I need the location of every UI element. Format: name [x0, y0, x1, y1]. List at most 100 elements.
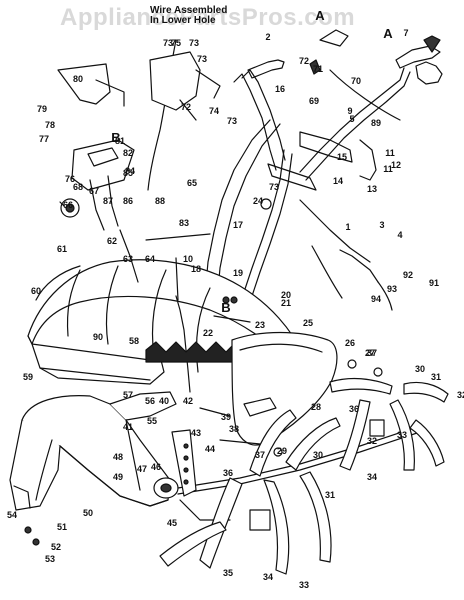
part-callout: 14 [333, 176, 343, 186]
part-callout: 7 [403, 28, 408, 38]
part-callout: 26 [345, 338, 355, 348]
part-callout: 94 [371, 294, 381, 304]
part-callout: 32 [367, 436, 377, 446]
part-callout: 92 [403, 270, 413, 280]
part-callout: 30 [313, 450, 323, 460]
part-callout: 37 [367, 348, 377, 358]
part-callout: 13 [367, 184, 377, 194]
part-callout: 55 [147, 416, 157, 426]
mounting-bracket [57, 63, 135, 231]
part-callout: 63 [123, 254, 133, 264]
part-callout: 73 [189, 38, 199, 48]
part-callout: 33 [397, 430, 407, 440]
part-callout: 54 [7, 510, 17, 520]
part-callout: 33 [299, 580, 309, 590]
part-callout: 11 [383, 164, 393, 174]
part-callout: 58 [129, 336, 139, 346]
part-callout: 73 [197, 54, 207, 64]
part-callout: 16 [275, 84, 285, 94]
part-callout: 57 [123, 390, 133, 400]
part-callout: 11 [385, 148, 395, 158]
part-callout: 76 [65, 174, 75, 184]
part-callout: 24 [253, 196, 263, 206]
watermark: AppliancePartsPros.com [60, 4, 356, 31]
part-callout: 77 [39, 134, 49, 144]
part-callout: 80 [73, 74, 83, 84]
part-callout: 56 [145, 396, 155, 406]
part-callout: 9 [347, 106, 352, 116]
part-callout: 1 [345, 222, 350, 232]
part-callout: 83 [179, 218, 189, 228]
axle-hub [153, 425, 421, 521]
part-callout: 34 [367, 472, 377, 482]
part-callout: 12 [391, 160, 401, 170]
part-callout: 73 [227, 116, 237, 126]
part-callout: 38 [229, 424, 239, 434]
part-callout: 79 [37, 104, 47, 114]
part-callout: 4 [397, 230, 402, 240]
rear-flap [231, 331, 338, 446]
assembly-note-line1: Wire Assembled [150, 5, 228, 16]
assembly-note-line2: In Lower Hole [150, 15, 216, 26]
part-callout: 41 [123, 422, 133, 432]
part-callout: 29 [277, 446, 287, 456]
part-callout: 81 [115, 136, 125, 146]
part-callout: 31 [431, 372, 441, 382]
part-callout: 86 [123, 196, 133, 206]
part-callout: 88 [155, 196, 165, 206]
part-callout: 31 [325, 490, 335, 500]
part-callout: 89 [371, 118, 381, 128]
section-label: A [315, 8, 325, 23]
part-callout: 30 [415, 364, 425, 374]
part-callout: 93 [387, 284, 397, 294]
part-callout: 39 [221, 412, 231, 422]
part-callout: 43 [191, 428, 201, 438]
part-callout: 71 [313, 64, 323, 74]
part-callout: 84 [125, 166, 135, 176]
part-callout: 15 [337, 152, 347, 162]
part-callout: 34 [263, 572, 273, 582]
part-callout: 5 [349, 114, 354, 124]
part-callout: 17 [233, 220, 243, 230]
part-callout: 32 [457, 390, 464, 400]
part-callout: 19 [233, 268, 243, 278]
part-callout: 91 [429, 278, 439, 288]
lever-assembly [149, 51, 221, 121]
part-callout: 42 [183, 396, 193, 406]
part-callout: 62 [107, 236, 117, 246]
part-callout: 78 [45, 120, 55, 130]
transmission-housing [9, 391, 177, 511]
part-callout: 66 [63, 200, 73, 210]
part-callout: 40 [159, 396, 169, 406]
part-callout: 48 [113, 452, 123, 462]
part-callout: 35 [223, 568, 233, 578]
part-callout: 22 [203, 328, 213, 338]
handlebar [233, 35, 443, 181]
part-callout: 25 [303, 318, 313, 328]
part-callout: 72 [299, 56, 309, 66]
rear-tines [329, 377, 449, 471]
part-callout: 45 [167, 518, 177, 528]
part-callout: 59 [23, 372, 33, 382]
part-callout: 65 [187, 178, 197, 188]
part-callout: 73 [269, 182, 279, 192]
part-callout: 47 [137, 464, 147, 474]
part-callout: 21 [281, 298, 291, 308]
part-callout: 61 [57, 244, 67, 254]
part-callout: 28 [311, 402, 321, 412]
part-callout: 60 [31, 286, 41, 296]
part-callout: 23 [255, 320, 265, 330]
part-callout: 46 [151, 462, 161, 472]
assembly-note: Wire Assembled In Lower Hole [150, 6, 227, 26]
part-callout: 50 [83, 508, 93, 518]
part-callout: 36 [223, 468, 233, 478]
part-callout: 68 [73, 182, 83, 192]
part-callout: 72 [181, 102, 191, 112]
part-callout: 3 [379, 220, 384, 230]
part-callout: 69 [309, 96, 319, 106]
part-callout: 37 [255, 450, 265, 460]
part-callout: 75 [171, 38, 181, 48]
part-callout: 36 [349, 404, 359, 414]
